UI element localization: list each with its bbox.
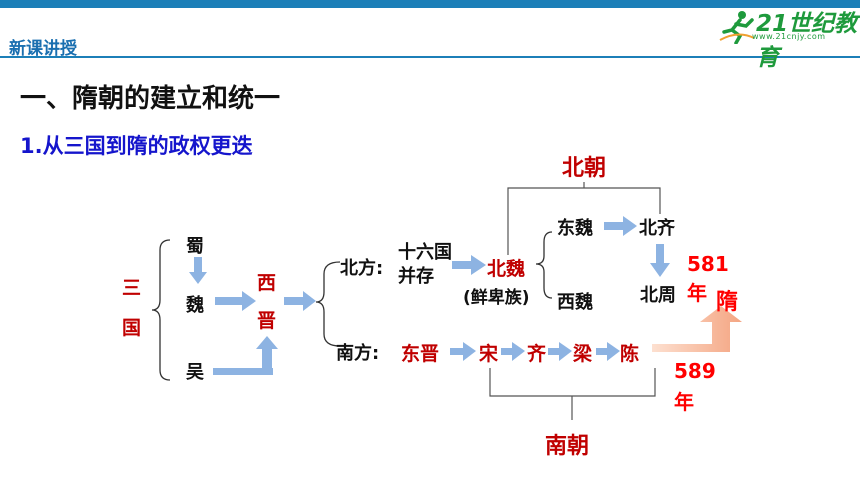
beiqi-to-beizhou-arrow bbox=[650, 244, 670, 277]
beiwei-label: 北魏 bbox=[487, 258, 526, 280]
sixteen-kingdoms-label: 十六国 bbox=[398, 242, 452, 263]
three-kingdoms-brace bbox=[151, 239, 171, 381]
year-589-unit: 年 bbox=[674, 390, 694, 414]
jin-label-2: 晋 bbox=[257, 310, 277, 332]
south-dynasty-bracket bbox=[489, 368, 656, 397]
dongjin-label: 东晋 bbox=[401, 343, 440, 365]
qi-to-liang-arrow bbox=[548, 342, 572, 361]
header-divider bbox=[0, 56, 860, 58]
south-dynasty-label: 南朝 bbox=[545, 434, 590, 459]
year-589-number: 589 bbox=[674, 359, 716, 383]
logo-url: www.21cnjy.com bbox=[752, 32, 826, 41]
south-label: 南方: bbox=[336, 343, 380, 364]
sui-label: 隋 bbox=[716, 290, 739, 315]
dongjin-to-song-arrow bbox=[450, 342, 476, 361]
three-kingdoms-label-1: 三 bbox=[122, 277, 142, 299]
three-kingdoms-label-2: 国 bbox=[122, 317, 142, 339]
wei-label: 魏 bbox=[186, 295, 204, 316]
year-581-unit: 年 bbox=[687, 281, 707, 305]
beizhou-label: 北周 bbox=[640, 285, 676, 306]
north-dynasty-label: 北朝 bbox=[562, 156, 607, 181]
year-581-number: 581 bbox=[687, 252, 729, 276]
logo-text: 21世纪教育 bbox=[756, 11, 858, 71]
dongwei-label: 东魏 bbox=[557, 218, 593, 239]
xianbei-label: (鲜卑族) bbox=[463, 288, 530, 308]
dongwei-to-beiqi-arrow bbox=[604, 216, 637, 236]
wu-to-jin-arrow bbox=[213, 336, 278, 375]
song-to-qi-arrow bbox=[501, 342, 525, 361]
top-bar bbox=[0, 0, 860, 8]
runner-logo-icon bbox=[719, 11, 755, 44]
xiwei-label: 西魏 bbox=[557, 292, 593, 313]
liang-label: 梁 bbox=[573, 343, 593, 365]
chen-to-sui-arrow bbox=[652, 306, 742, 352]
jin-label-1: 西 bbox=[257, 272, 277, 294]
wei-to-jin-arrow bbox=[215, 291, 256, 311]
page-subtitle: 1.从三国到隋的政权更迭 bbox=[20, 134, 253, 158]
page-title: 一、隋朝的建立和统一 bbox=[20, 84, 281, 114]
shu-label: 蜀 bbox=[186, 236, 204, 257]
jin-to-split-arrow bbox=[284, 291, 316, 311]
north-label: 北方: bbox=[340, 258, 384, 279]
wu-label: 吴 bbox=[186, 362, 204, 383]
qi-label: 齐 bbox=[527, 343, 547, 365]
song-label: 宋 bbox=[479, 343, 499, 365]
chen-label: 陈 bbox=[620, 343, 640, 365]
north-south-brace bbox=[315, 261, 341, 347]
section-label: 新课讲授 bbox=[9, 39, 77, 59]
shu-to-wei-arrow bbox=[189, 257, 207, 284]
coexist-label: 并存 bbox=[398, 266, 434, 287]
beiwei-split-brace bbox=[535, 231, 553, 299]
liang-to-chen-arrow bbox=[596, 342, 620, 361]
sixteen-to-beiwei-arrow bbox=[452, 255, 486, 275]
beiqi-label: 北齐 bbox=[639, 218, 675, 239]
